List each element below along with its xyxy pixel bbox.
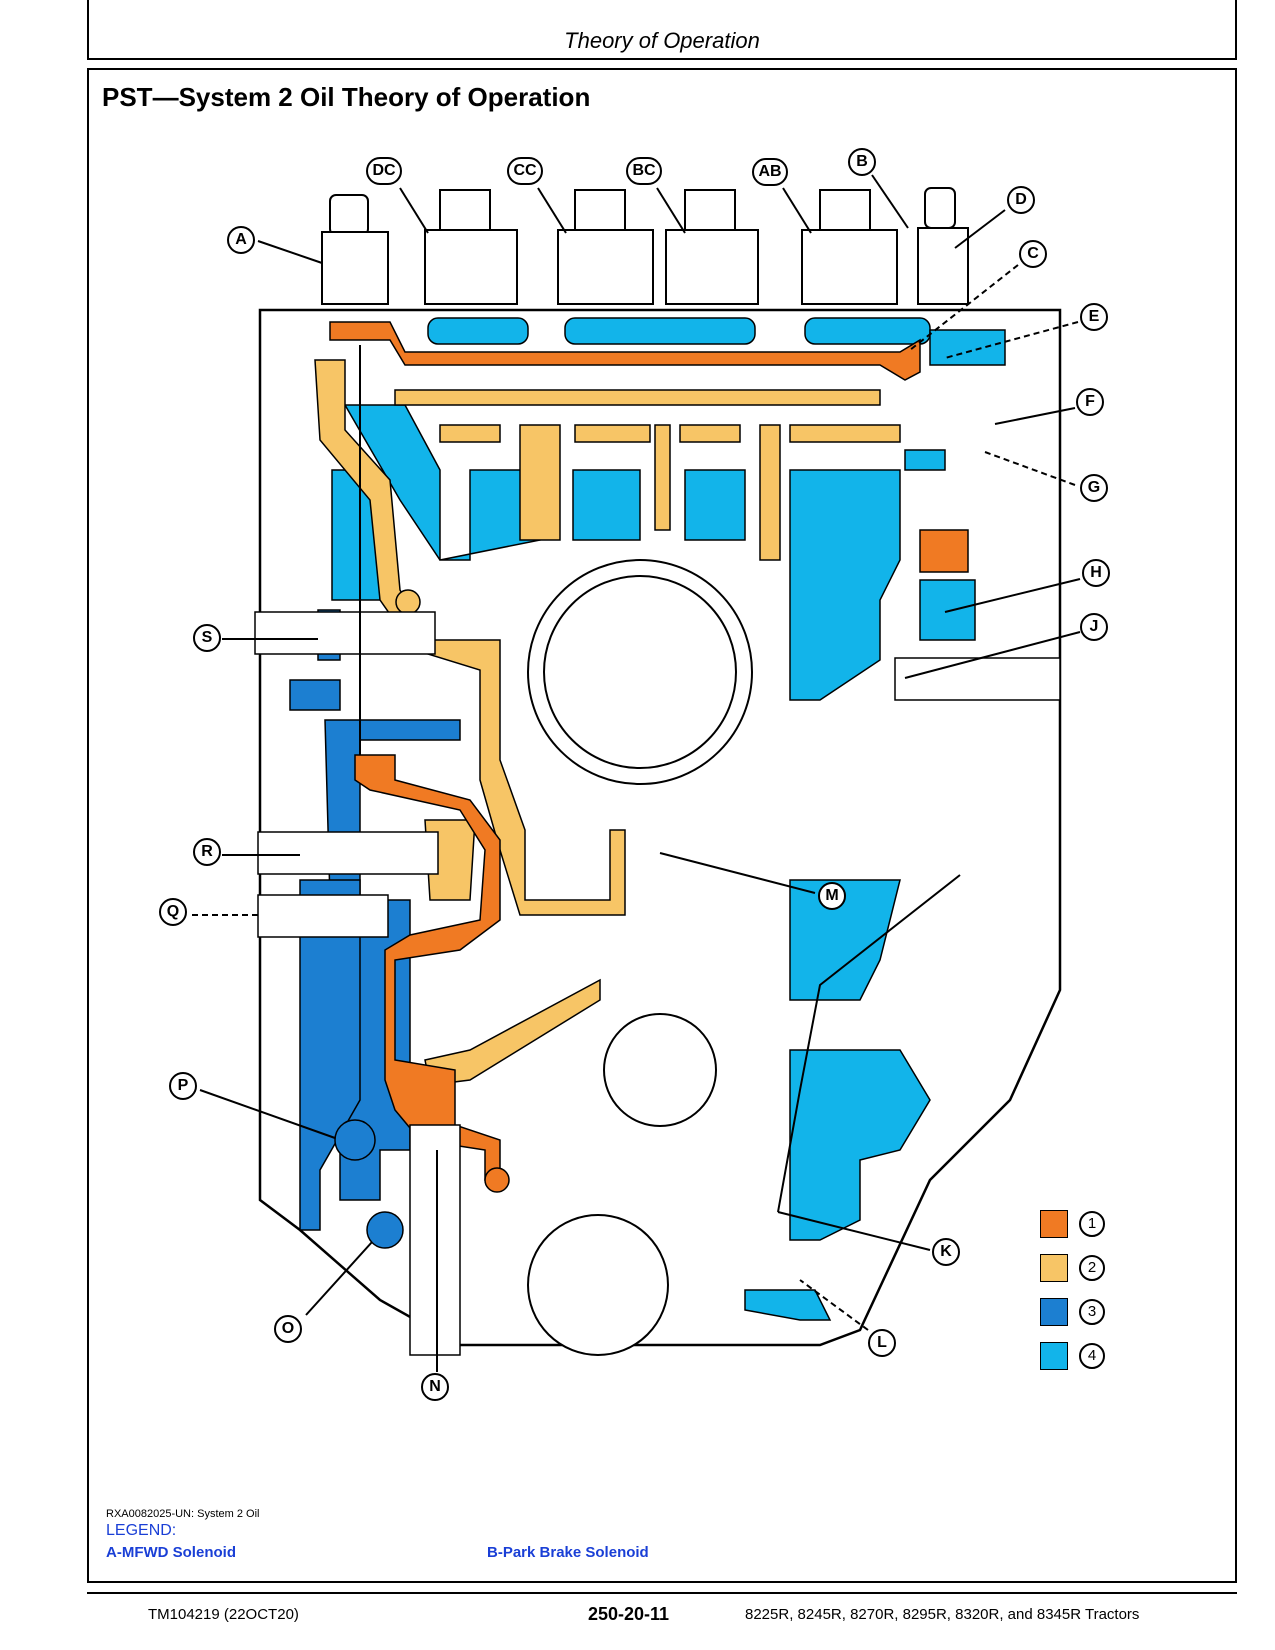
footer-models: 8225R, 8245R, 8270R, 8295R, 8320R, and 8… [745, 1606, 1140, 1623]
callout-ab: AB [752, 158, 788, 186]
header-frame [87, 0, 1237, 60]
callout-p: P [169, 1072, 197, 1100]
callout-q: Q [159, 898, 187, 926]
callout-a: A [227, 226, 255, 254]
callout-o: O [274, 1315, 302, 1343]
callout-g: G [1080, 474, 1108, 502]
pilot-lines [359, 345, 961, 1213]
legend-label: LEGEND: [106, 1522, 177, 1539]
solenoid-housings [321, 187, 969, 305]
callout-r: R [193, 838, 221, 866]
footer-rule [87, 1592, 1237, 1594]
callout-f: F [1076, 388, 1104, 416]
figure-caption: RXA0082025-UN: System 2 Oil [106, 1508, 260, 1520]
circuit-4-passages [331, 317, 1006, 1321]
hydraulic-diagram [192, 174, 1081, 1372]
page-title: PST—System 2 Oil Theory of Operation [102, 82, 591, 112]
content-frame [87, 68, 1237, 1583]
key-label-4: 4 [1079, 1343, 1105, 1369]
callout-s: S [193, 624, 221, 652]
key-label-2: 2 [1079, 1255, 1105, 1281]
callout-e: E [1080, 303, 1108, 331]
bores [527, 559, 753, 1356]
circuit-1-passages [329, 321, 969, 1193]
callout-leaders [192, 174, 1081, 1372]
callout-l: L [868, 1329, 896, 1357]
callout-j: J [1080, 613, 1108, 641]
key-swatch-4 [1040, 1342, 1068, 1370]
circuit-2-passages [314, 359, 901, 1086]
callout-bc: BC [626, 157, 662, 185]
callout-c: C [1019, 240, 1047, 268]
legend-item-mfwd-solenoid: A-MFWD Solenoid [106, 1544, 236, 1561]
key-swatch-2 [1040, 1254, 1068, 1282]
key-swatch-3 [1040, 1298, 1068, 1326]
callout-m: M [818, 882, 846, 910]
callout-n: N [421, 1373, 449, 1401]
footer-doc-id: TM104219 (22OCT20) [148, 1606, 299, 1623]
callout-h: H [1082, 559, 1110, 587]
callout-cc: CC [507, 157, 543, 185]
footer-page-number: 250-20-11 [588, 1604, 670, 1624]
legend-item-park-brake-solenoid: B-Park Brake Solenoid [487, 1544, 649, 1561]
key-label-1: 1 [1079, 1211, 1105, 1237]
key-label-3: 3 [1079, 1299, 1105, 1325]
callout-dc: DC [366, 157, 402, 185]
spool-valves [254, 611, 1061, 1356]
section-header: Theory of Operation [564, 28, 760, 53]
key-swatch-1 [1040, 1210, 1068, 1238]
callout-d: D [1007, 186, 1035, 214]
callout-b: B [848, 148, 876, 176]
callout-k: K [932, 1238, 960, 1266]
